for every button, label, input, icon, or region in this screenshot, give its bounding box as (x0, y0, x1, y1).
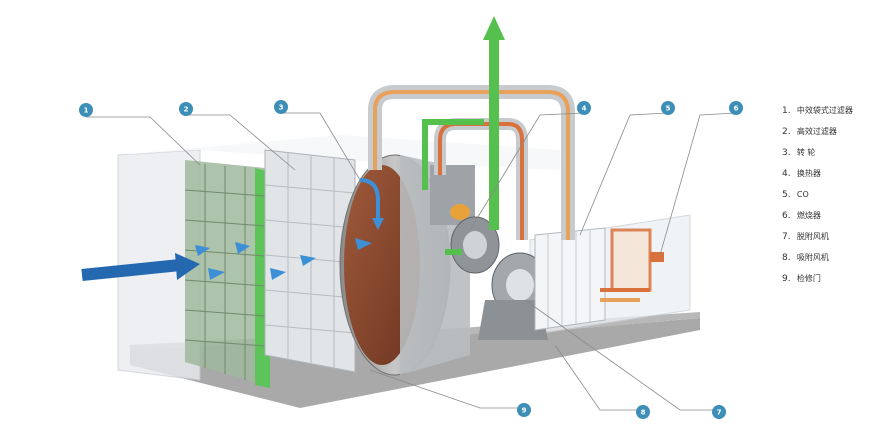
rotor-wheel (339, 154, 475, 376)
legend-number: 7. (782, 232, 791, 242)
burner (600, 228, 664, 302)
bag-filter (184, 160, 270, 388)
legend-number: 1. (782, 106, 791, 116)
legend-number: 5. (782, 190, 791, 200)
legend-label: 换热器 (796, 169, 821, 178)
component-legend: 1. 中效袋式过滤器 2. 高效过滤器 3. 转 轮 4. 换热器 5. CO … (782, 104, 886, 293)
svg-text:2: 2 (184, 106, 189, 114)
svg-text:1: 1 (84, 107, 89, 115)
legend-item-6: 6. 燃烧器 (782, 209, 886, 230)
legend-item-3: 3. 转 轮 (782, 146, 886, 167)
legend-label: 高效过滤器 (796, 127, 837, 136)
svg-text:9: 9 (522, 407, 527, 415)
legend-label: 转 轮 (796, 148, 816, 157)
legend-number: 4. (782, 169, 791, 179)
enclosure-top (118, 135, 560, 170)
svg-text:6: 6 (734, 105, 739, 113)
svg-text:7: 7 (717, 409, 722, 417)
svg-text:3: 3 (279, 104, 284, 112)
legend-label: 燃烧器 (796, 211, 821, 220)
legend-item-2: 2. 高效过滤器 (782, 125, 886, 146)
callout-badge-8: 8 (636, 405, 650, 419)
callout-badge-3: 3 (274, 100, 288, 114)
svg-text:5: 5 (666, 105, 671, 113)
callout-badge-6: 6 (729, 101, 743, 115)
legend-label: 检修门 (796, 274, 821, 283)
callout-badge-1: 1 (79, 103, 93, 117)
clean-air-exhaust-arrow (422, 16, 505, 255)
inflow-arrow (81, 253, 200, 281)
legend-label: 脱附风机 (796, 232, 829, 241)
legend-item-4: 4. 换热器 (782, 167, 886, 188)
legend-item-8: 8. 吸附风机 (782, 251, 886, 272)
legend-number: 6. (782, 211, 791, 221)
legend-item-1: 1. 中效袋式过滤器 (782, 104, 886, 125)
legend-number: 3. (782, 148, 791, 158)
callout-badge-7: 7 (712, 405, 726, 419)
callout-badge-5: 5 (661, 101, 675, 115)
legend-number: 9. (782, 274, 791, 284)
legend-number: 2. (782, 127, 791, 137)
desorption-fan (450, 216, 500, 274)
adsorption-fan (478, 252, 549, 340)
legend-item-7: 7. 脱附风机 (782, 230, 886, 251)
callout-badge-2: 2 (179, 102, 193, 116)
legend-label: 中效袋式过滤器 (796, 106, 853, 115)
internal-flow-arrows (195, 178, 384, 280)
legend-item-9: 9. 检修门 (782, 272, 886, 293)
callout-leader-lines (86, 112, 737, 411)
legend-item-5: 5. CO (782, 188, 886, 209)
svg-text:4: 4 (582, 105, 587, 113)
legend-label: 吸附风机 (796, 253, 829, 262)
svg-text:8: 8 (641, 409, 646, 417)
legend-label: CO (796, 190, 809, 199)
callout-badge-9: 9 (517, 403, 531, 417)
legend-number: 8. (782, 253, 791, 263)
callout-badge-4: 4 (577, 101, 591, 115)
